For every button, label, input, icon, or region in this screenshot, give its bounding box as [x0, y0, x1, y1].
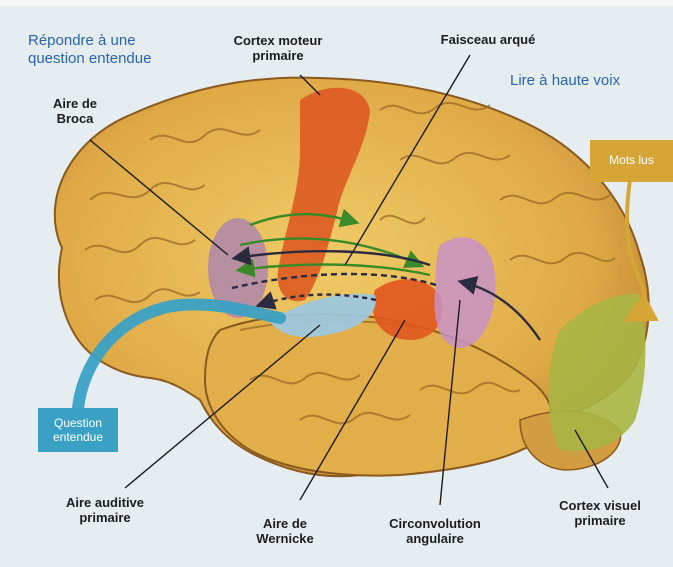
- label-auditive: Aire auditive primaire: [40, 495, 170, 525]
- label-wernicke: Aire de Wernicke: [240, 516, 330, 546]
- label-lire: Lire à haute voix: [510, 72, 660, 90]
- label-question: Question entendue: [38, 416, 118, 444]
- label-repondre: Répondre à une question entendue: [28, 32, 218, 68]
- label-visuel: Cortex visuel primaire: [535, 498, 665, 528]
- label-mots-lus: Mots lus: [590, 153, 673, 167]
- label-broca: Aire de Broca: [40, 96, 110, 126]
- label-cortex-moteur: Cortex moteur primaire: [218, 33, 338, 63]
- label-angulaire: Circonvolution angulaire: [370, 516, 500, 546]
- label-faisceau: Faisceau arqué: [418, 32, 558, 47]
